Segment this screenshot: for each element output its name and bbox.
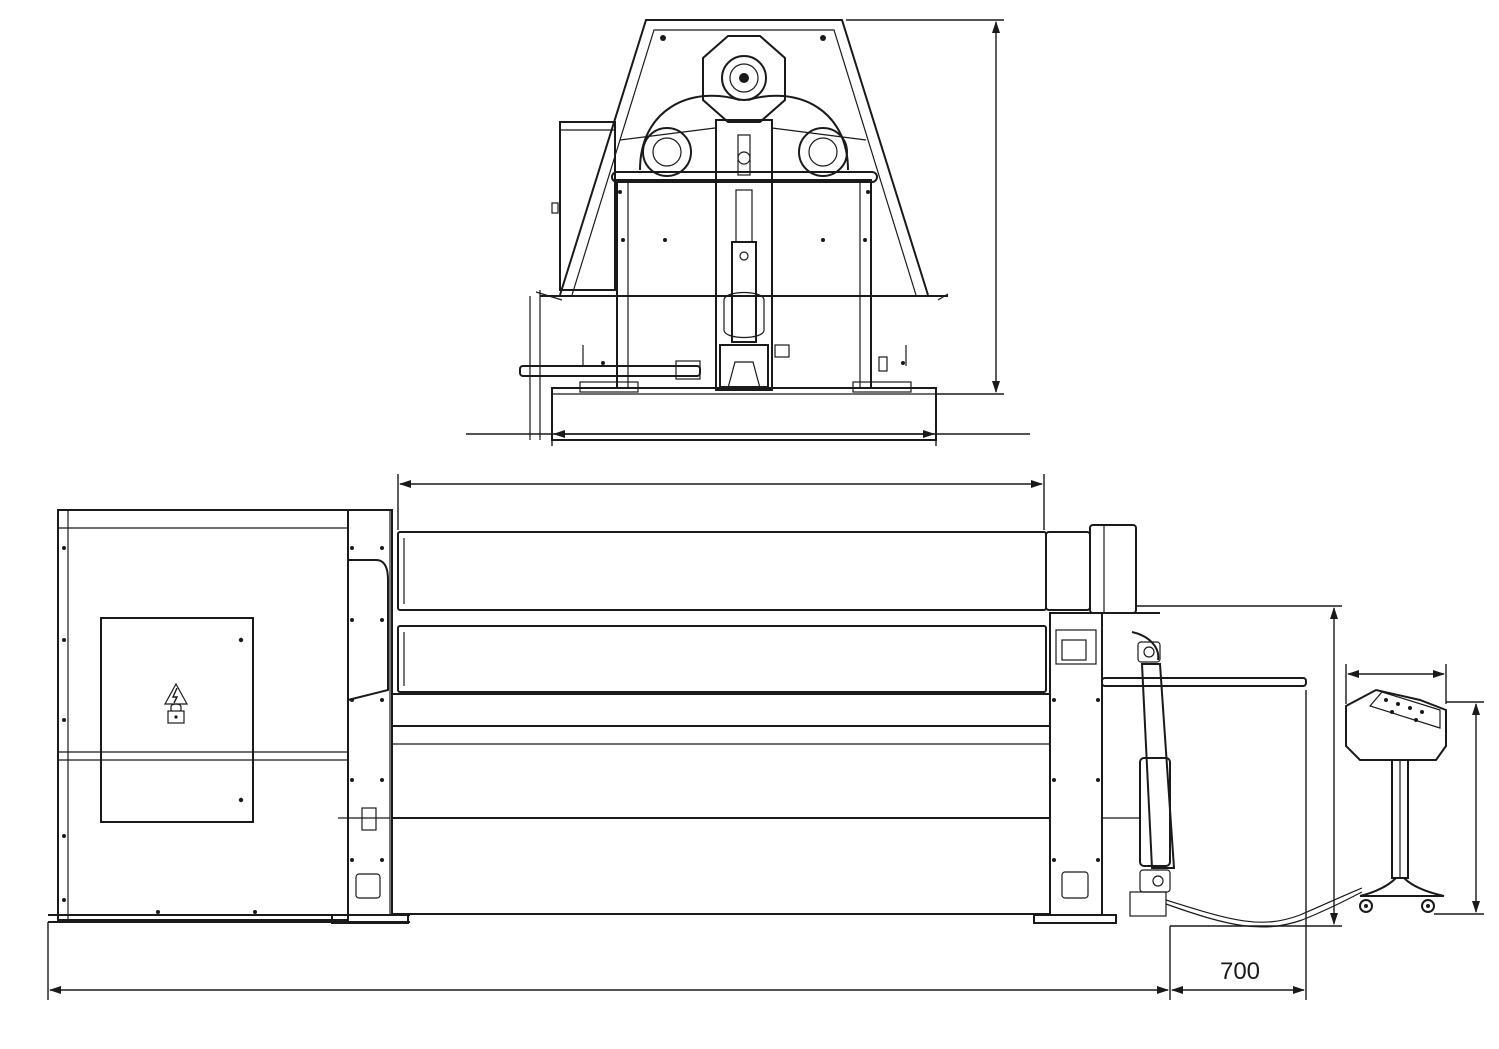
end-view-width-dimension xyxy=(466,420,1030,446)
control-pendant xyxy=(1345,688,1447,913)
offset-700-dimension: 700 xyxy=(1171,958,1305,994)
front-view xyxy=(48,509,1447,928)
roll-length-dimension xyxy=(397,474,1045,530)
machine-height-dimension xyxy=(1136,605,1342,927)
electrical-cabinet-door xyxy=(100,617,254,823)
pendant-height-dimension xyxy=(1434,701,1484,915)
high-voltage-warning-icon xyxy=(163,682,189,705)
pendant-width-dimension xyxy=(1345,664,1447,704)
lock-icon xyxy=(167,703,185,724)
overall-length-dimension xyxy=(47,690,1307,1000)
end-view xyxy=(519,19,949,441)
offset-700-label: 700 xyxy=(1220,958,1260,985)
end-view-height-dimension xyxy=(846,19,1004,395)
